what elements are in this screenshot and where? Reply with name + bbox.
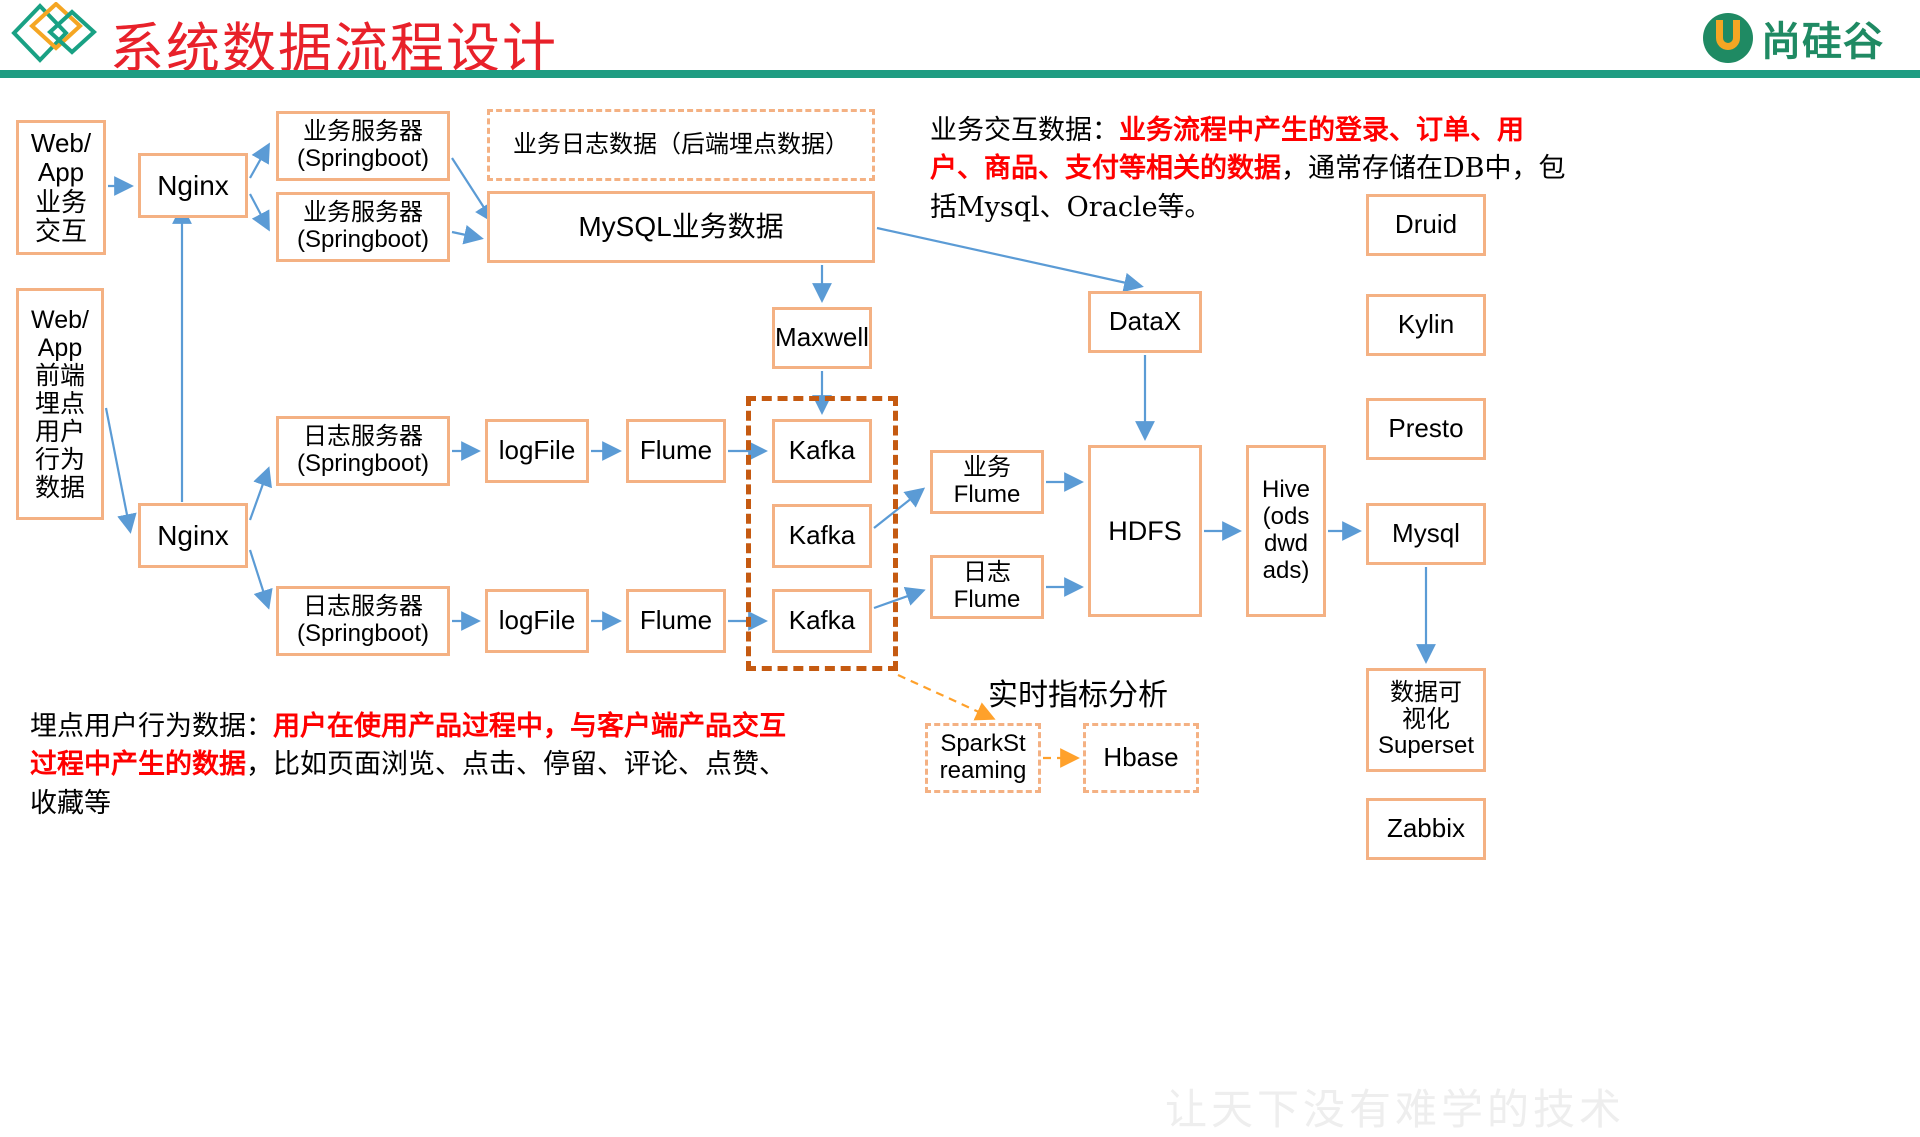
u-logo-icon	[1703, 13, 1753, 63]
node-web-app-biz[interactable]: Web/ App 业务 交互	[16, 120, 106, 255]
node-presto[interactable]: Presto	[1366, 398, 1486, 460]
brand-name-label: 尚硅谷	[1761, 19, 1884, 65]
node-kafka-1[interactable]: Kafka	[772, 419, 872, 483]
connector-layer	[104, 142, 1436, 768]
node-label-biz-server-1: 业务服务器 (Springboot)	[296, 118, 430, 172]
node-hbase[interactable]: Hbase	[1083, 723, 1199, 793]
node-kafka-3[interactable]: Kafka	[772, 589, 872, 653]
page-header: 系统数据流程设计 尚硅谷	[0, 0, 1920, 80]
node-label-logfile-2: logFile	[498, 605, 576, 636]
node-label-kafka-1: Kafka	[788, 435, 856, 466]
node-druid[interactable]: Druid	[1366, 194, 1486, 256]
node-biz-server-2[interactable]: 业务服务器 (Springboot)	[276, 192, 450, 262]
node-label-presto: Presto	[1388, 413, 1464, 444]
kafka-cluster-group	[746, 396, 898, 671]
node-label-flume-1: Flume	[639, 435, 713, 466]
node-label-biz-flume: 业务 Flume	[953, 454, 1021, 508]
node-label-superset: 数据可 视化 Superset	[1377, 678, 1475, 760]
node-logfile-2[interactable]: logFile	[485, 589, 589, 653]
node-mysql-biz-data[interactable]: MySQL业务数据	[487, 191, 875, 263]
node-biz-server-1[interactable]: 业务服务器 (Springboot)	[276, 111, 450, 181]
node-mysql-out[interactable]: Mysql	[1366, 503, 1486, 565]
node-label-datax: DataX	[1108, 306, 1182, 337]
tracking-note-prefix: 埋点用户行为数据：	[30, 711, 273, 742]
node-biz-log-data[interactable]: 业务日志数据（后端埋点数据）	[487, 109, 875, 181]
page-title: 系统数据流程设计	[110, 17, 558, 80]
shanggui-brand-logo: 尚硅谷	[1703, 10, 1884, 66]
node-kafka-2[interactable]: Kafka	[772, 504, 872, 568]
watermark-text: 让天下没有难学的技术	[1165, 1085, 1626, 1134]
tracking-note-highlight: 用户在使用产品过程中，与客户端产品交互过程中产生的数据	[30, 711, 786, 781]
node-label-log-flume: 日志 Flume	[953, 559, 1021, 613]
node-label-zabbix: Zabbix	[1386, 813, 1466, 844]
node-label-spark-streaming: SparkSt reaming	[939, 730, 1027, 784]
business-note-tail: ，通常存储在DB中，包括Mysql、Oracle等。	[930, 153, 1566, 223]
node-kylin[interactable]: Kylin	[1366, 294, 1486, 356]
node-label-logfile-1: logFile	[498, 435, 576, 466]
node-label-maxwell: Maxwell	[775, 322, 869, 353]
node-label-druid: Druid	[1394, 209, 1458, 240]
node-label-mysql-biz-data: MySQL业务数据	[578, 211, 784, 243]
node-hdfs[interactable]: HDFS	[1088, 445, 1202, 617]
node-nginx-bottom[interactable]: Nginx	[138, 503, 248, 568]
node-web-app-front[interactable]: Web/ App 前端 埋点 用户 行为 数据	[16, 288, 104, 520]
node-label-nginx-bottom: Nginx	[157, 519, 229, 551]
node-label-log-server-1: 日志服务器 (Springboot)	[296, 423, 430, 477]
node-label-hdfs: HDFS	[1108, 515, 1182, 546]
diamond-logo-icon	[11, 2, 97, 63]
node-label-hbase: Hbase	[1103, 742, 1179, 773]
flow-diagram-canvas: Web/ App 业务 交互 Nginx 业务服务器 (Springboot) 业务服…	[0, 78, 1920, 1134]
node-label-flume-2: Flume	[639, 605, 713, 636]
header-divider	[0, 70, 1920, 78]
node-label-biz-server-2: 业务服务器 (Springboot)	[296, 199, 430, 253]
node-label-kylin: Kylin	[1397, 309, 1455, 340]
node-spark-streaming[interactable]: SparkSt reaming	[925, 723, 1041, 793]
node-label-web-app-biz: Web/ App 业务 交互	[30, 128, 92, 246]
node-log-server-2[interactable]: 日志服务器 (Springboot)	[276, 586, 450, 656]
node-logfile-1[interactable]: logFile	[485, 419, 589, 483]
node-label-biz-log-data: 业务日志数据（后端埋点数据）	[513, 130, 849, 158]
node-zabbix[interactable]: Zabbix	[1366, 798, 1486, 860]
realtime-analysis-label: 实时指标分析	[988, 679, 1168, 712]
node-maxwell[interactable]: Maxwell	[772, 307, 872, 369]
node-label-log-server-2: 日志服务器 (Springboot)	[296, 593, 430, 647]
node-flume-2[interactable]: Flume	[626, 589, 726, 653]
node-label-mysql-out: Mysql	[1392, 518, 1460, 549]
node-flume-1[interactable]: Flume	[626, 419, 726, 483]
node-label-hive: Hive (ods dwd ads)	[1261, 476, 1310, 584]
node-label-kafka-3: Kafka	[788, 605, 856, 636]
node-label-nginx-top: Nginx	[157, 169, 229, 201]
node-datax[interactable]: DataX	[1088, 291, 1202, 353]
node-superset[interactable]: 数据可 视化 Superset	[1366, 668, 1486, 772]
node-label-kafka-2: Kafka	[788, 520, 856, 551]
business-note-prefix: 业务交互数据：	[930, 115, 1119, 146]
node-label-web-app-front: Web/ App 前端 埋点 用户 行为 数据	[31, 306, 89, 502]
node-log-flume[interactable]: 日志 Flume	[930, 555, 1044, 619]
node-biz-flume[interactable]: 业务 Flume	[930, 450, 1044, 514]
tracking-note-tail: ，比如页面浏览、点击、停留、评论、点赞、收藏等	[30, 749, 786, 819]
tracking-behavior-note: 埋点用户行为数据：用户在使用产品过程中，与客户端产品交互过程中产生的数据，比如页…	[30, 708, 800, 823]
node-nginx-top[interactable]: Nginx	[138, 153, 248, 218]
node-hive[interactable]: Hive (ods dwd ads)	[1246, 445, 1326, 617]
business-note-highlight: 业务流程中产生的登录、订单、用户、商品、支付等相关的数据	[930, 115, 1524, 185]
node-log-server-1[interactable]: 日志服务器 (Springboot)	[276, 416, 450, 486]
business-interaction-note: 业务交互数据：业务流程中产生的登录、订单、用户、商品、支付等相关的数据，通常存储…	[930, 112, 1570, 227]
